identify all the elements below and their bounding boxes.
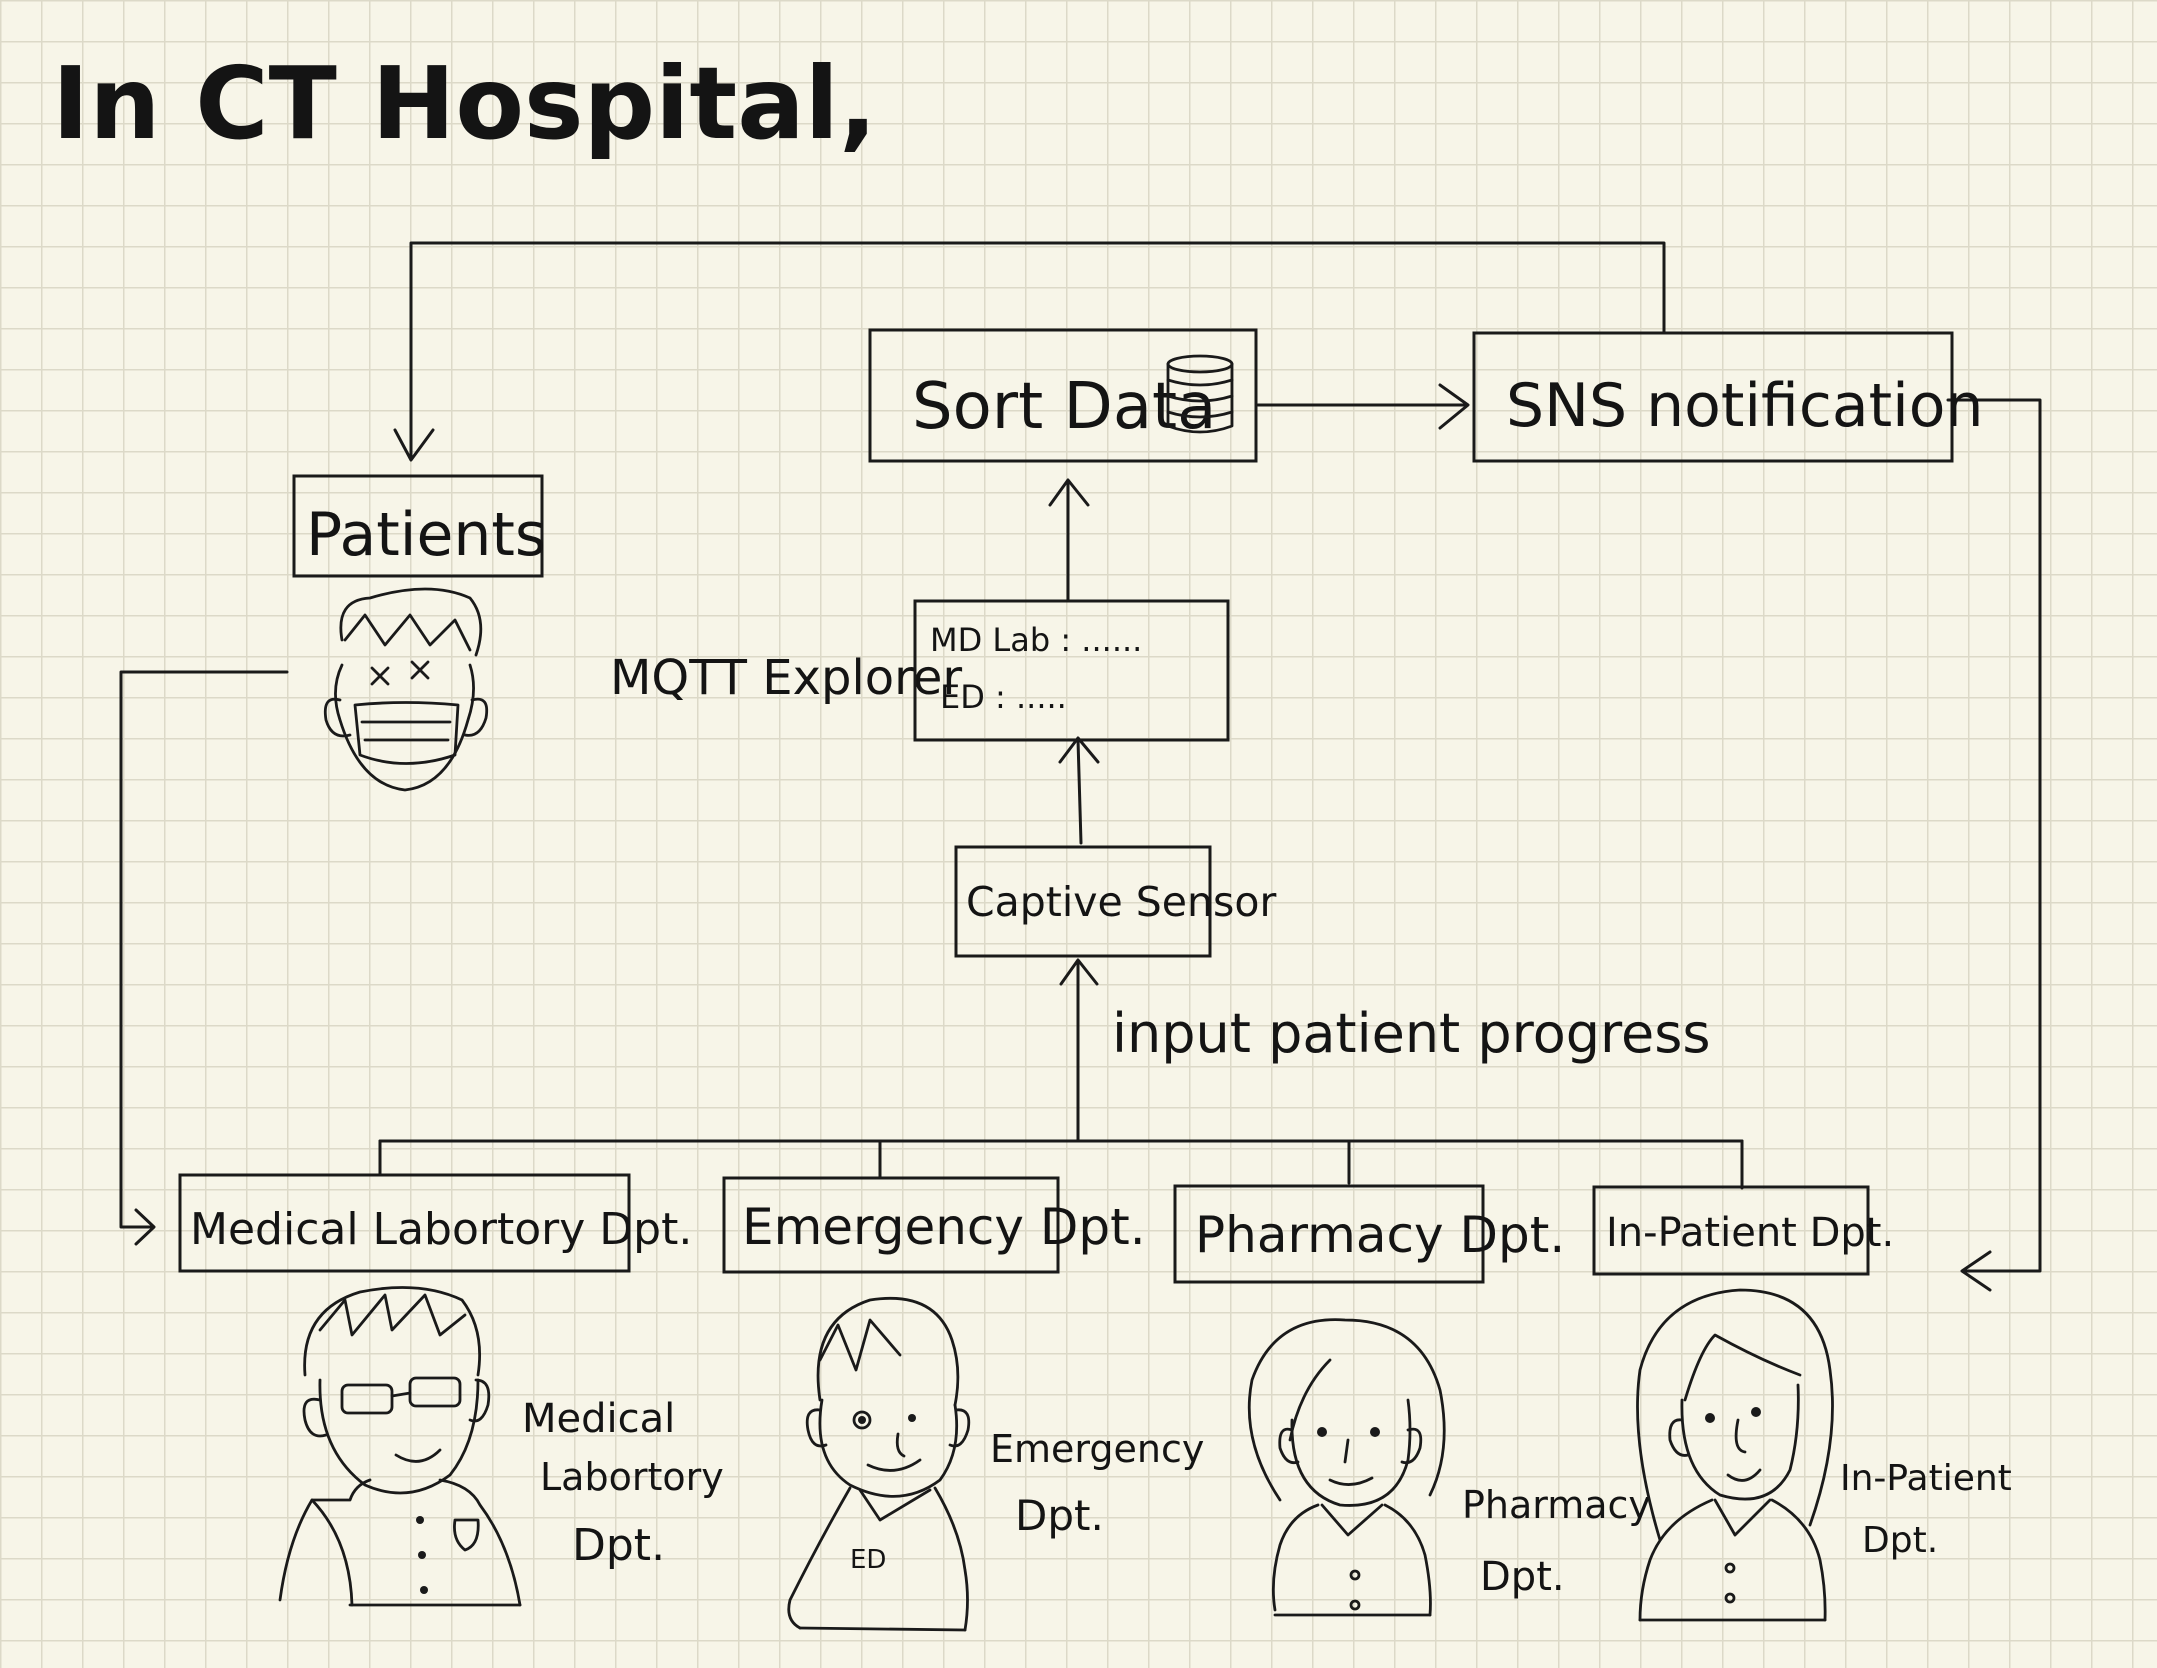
mqtt-line-mdlab: MD Lab : ......: [930, 621, 1142, 659]
mqtt-line-ed: ED : .....: [940, 678, 1067, 716]
caption-pharmacy-1: Pharmacy: [1462, 1483, 1651, 1527]
arrowhead-inpatient: [1960, 1250, 1992, 1292]
arrowhead-sensor: [1059, 958, 1099, 986]
caption-medlab-2: Labortory: [540, 1455, 724, 1499]
mqtt-explorer-label: MQTT Explorer: [610, 650, 962, 706]
caption-pharmacy-2: Dpt.: [1480, 1554, 1565, 1600]
page-title: In CT Hospital,: [52, 45, 877, 162]
dept-box-medlab: [178, 1173, 631, 1273]
database-icon: [1166, 354, 1234, 434]
arrowhead-mqtt: [1058, 736, 1100, 764]
caption-inpatient-1: In-Patient: [1840, 1458, 2012, 1499]
captive-sensor-box: [954, 845, 1212, 958]
connector-sns-to-patients: [409, 241, 1666, 460]
ed-badge: ED: [850, 1545, 886, 1575]
mqtt-explorer-box: [913, 599, 1230, 742]
patients-label: Patients: [306, 500, 546, 570]
dept-box-pharmacy: [1173, 1184, 1485, 1284]
dept-box-emergency: [722, 1176, 1060, 1274]
arrowhead-sns: [1438, 383, 1470, 430]
arrowhead-sort: [1048, 478, 1090, 507]
dept-label-medlab: Medical Labortory Dpt.: [190, 1204, 692, 1255]
captive-sensor-label: Captive Sensor: [966, 878, 1276, 926]
caption-emergency-1: Emergency: [990, 1427, 1204, 1471]
arrowhead-patients: [393, 428, 435, 462]
connector-patients-to-medlab: [119, 670, 289, 1229]
dept-label-pharmacy: Pharmacy Dpt.: [1195, 1206, 1565, 1264]
dept-label-inpatient: In-Patient Dpt.: [1606, 1210, 1894, 1256]
input-progress-label: input patient progress: [1112, 1002, 1711, 1065]
sort-data-box: [868, 328, 1258, 463]
nurse-icon: [1636, 1288, 1834, 1622]
sort-data-label: Sort Data: [912, 370, 1216, 444]
pharmacist-icon: [1247, 1318, 1446, 1617]
emergency-doctor-icon: ED: [787, 1296, 971, 1632]
lab-technician-icon: [278, 1286, 522, 1607]
caption-emergency-2: Dpt.: [1015, 1491, 1104, 1540]
caption-medlab-3: Dpt.: [572, 1520, 665, 1571]
connector-sensor-to-mqtt: [1076, 738, 1083, 845]
connector-sns-to-inpatient: [1946, 398, 2042, 1273]
dept-label-emergency: Emergency Dpt.: [742, 1198, 1146, 1256]
masked-patient-icon: [323, 587, 489, 792]
patients-box: [292, 474, 544, 578]
caption-medlab-1: Medical: [522, 1396, 675, 1442]
dept-box-inpatient: [1592, 1185, 1870, 1276]
sns-notification-box: [1472, 331, 1954, 463]
sns-notification-label: SNS notification: [1506, 371, 1984, 441]
arrowhead-medlab: [134, 1208, 156, 1246]
caption-inpatient-2: Dpt.: [1862, 1520, 1938, 1561]
